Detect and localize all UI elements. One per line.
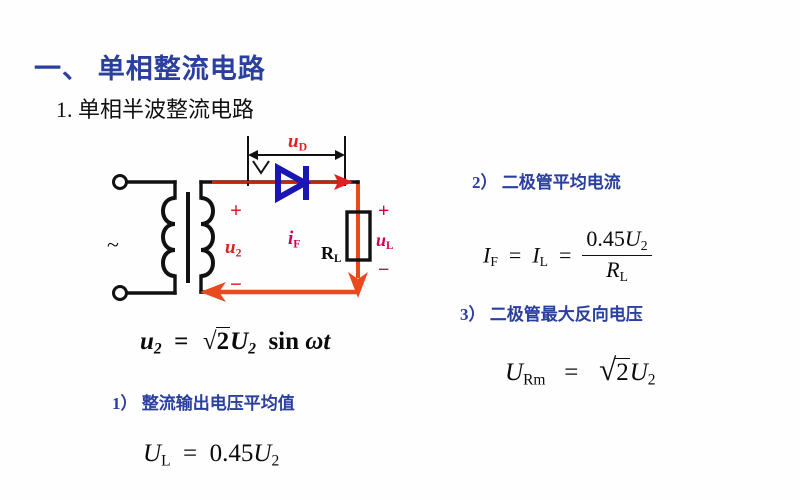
label-secondary-voltage: u2 bbox=[225, 237, 242, 260]
label-secondary-plus: + bbox=[230, 198, 242, 222]
section-heading-2: 2） 二极管平均电流 bbox=[472, 173, 621, 192]
ac-source-wiring bbox=[125, 180, 177, 295]
page-subtitle: 1. 单相半波整流电路 bbox=[56, 97, 255, 122]
label-diode-voltage: uD bbox=[288, 131, 308, 154]
diode-d bbox=[275, 162, 312, 204]
load-resistor-rl bbox=[345, 210, 372, 262]
equation-output-voltage: UL = 0.45U2 bbox=[143, 440, 280, 470]
chevron-mark bbox=[252, 160, 270, 175]
section-heading-3: 3） 二极管最大反向电压 bbox=[460, 305, 643, 324]
transformer-primary-coil bbox=[161, 196, 176, 278]
current-arrow-top bbox=[212, 174, 353, 190]
label-load-minus: − bbox=[378, 259, 390, 281]
label-load-resistor: RL bbox=[321, 243, 342, 266]
page-title: 一、 单相整流电路 bbox=[34, 54, 266, 84]
label-load-voltage: uL bbox=[376, 230, 394, 253]
label-forward-current: iF bbox=[288, 228, 301, 251]
label-load-plus: + bbox=[378, 200, 390, 222]
label-ac-source: ~ bbox=[107, 232, 119, 257]
equation-diode-current: IF = IL = 0.45U2 RL bbox=[483, 226, 652, 287]
ac-terminal-bottom bbox=[112, 285, 128, 301]
rectifier-circuit-diagram bbox=[100, 128, 420, 313]
transformer-secondary-coil bbox=[200, 196, 215, 278]
ac-terminal-top bbox=[112, 174, 128, 190]
current-arrow-bottom bbox=[200, 282, 358, 302]
section-heading-1: 1） 整流输出电压平均值 bbox=[112, 394, 295, 413]
current-arrow-right bbox=[348, 184, 368, 298]
label-secondary-minus: − bbox=[230, 272, 242, 296]
fraction-diode-current: 0.45U2 RL bbox=[582, 226, 652, 285]
equation-reverse-voltage: URm = √2 U2 bbox=[505, 352, 656, 389]
equation-source-voltage: u2 = √2 U2 sin ωt bbox=[140, 327, 331, 358]
dimension-arrow-ud bbox=[247, 136, 346, 186]
